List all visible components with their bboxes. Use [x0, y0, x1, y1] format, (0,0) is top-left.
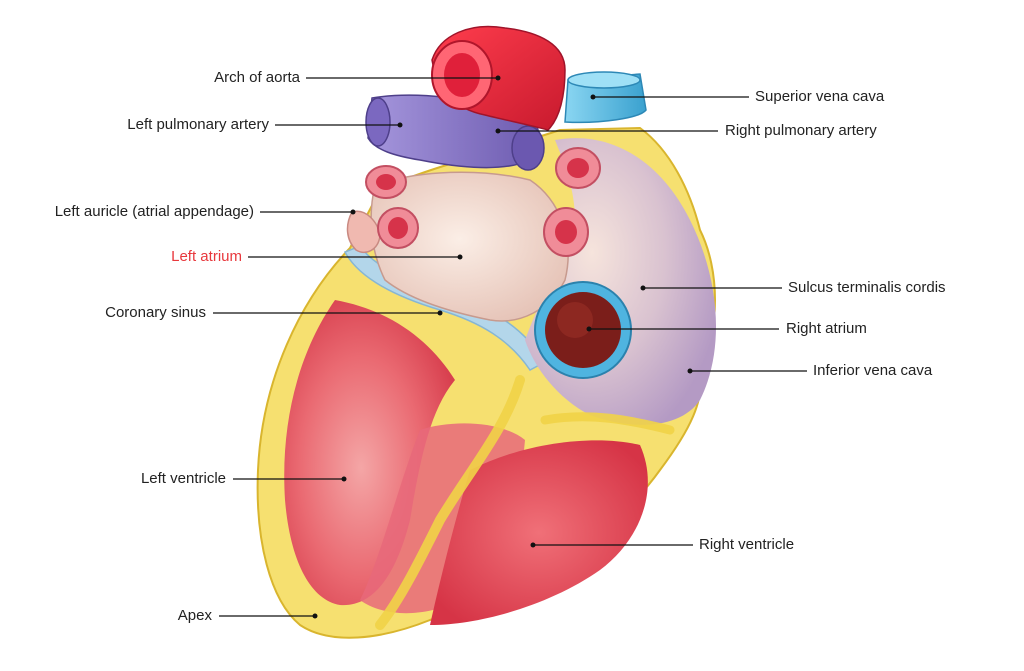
- pulmonary-vein-upper-right-lumen: [567, 158, 589, 178]
- leader-dot-left-auricle: [350, 209, 356, 215]
- leader-dot-apex: [312, 613, 318, 619]
- leader-dot-right-atrium: [586, 326, 592, 332]
- leader-dot-left-pulmonary-artery: [397, 122, 403, 128]
- fat-streak-coronary: [540, 412, 675, 435]
- pulmonary-vein-lower-right-lumen: [555, 220, 577, 244]
- leader-dot-arch-of-aorta: [495, 75, 501, 81]
- right-pulmonary-artery-opening: [511, 125, 545, 171]
- label-arch-of-aorta: Arch of aorta: [214, 69, 300, 86]
- left-auricle-shape: [346, 210, 381, 254]
- leader-lines: [213, 77, 807, 617]
- aorta-lumen: [444, 53, 480, 97]
- leader-dot-superior-vena-cava: [590, 94, 596, 100]
- leader-dot-coronary-sinus: [437, 310, 443, 316]
- leader-dot-right-ventricle: [530, 542, 536, 548]
- pulmonary-vein-lower-left-lumen: [388, 217, 408, 239]
- label-left-atrium: Left atrium: [171, 248, 242, 265]
- pulmonary-vein-upper-left-lumen: [376, 174, 396, 190]
- leader-dots: [312, 75, 693, 619]
- leader-dot-left-ventricle: [341, 476, 347, 482]
- label-coronary-sinus: Coronary sinus: [105, 304, 206, 321]
- label-left-pulmonary-artery: Left pulmonary artery: [127, 116, 269, 133]
- leader-dot-inferior-vena-cava: [687, 368, 693, 374]
- right-ventricle-shape: [430, 440, 648, 625]
- leader-dot-left-atrium: [457, 254, 463, 260]
- left-ventricle-shape: [284, 300, 455, 606]
- fat-streak-interventricular: [375, 375, 525, 630]
- label-left-ventricle: Left ventricle: [140, 470, 226, 487]
- leader-dot-sulcus-terminalis-cordis: [640, 285, 646, 291]
- label-right-ventricle: Right ventricle: [699, 536, 795, 553]
- label-superior-vena-cava: Superior vena cava: [755, 88, 885, 105]
- inferior-vena-cava-shade: [557, 302, 593, 338]
- label-right-pulmonary-artery: Right pulmonary artery: [725, 122, 877, 139]
- label-left-auricle: Left auricle (atrial appendage): [54, 203, 254, 220]
- superior-vena-cava-opening: [567, 71, 641, 89]
- label-apex: Apex: [177, 607, 212, 624]
- left-pulmonary-artery-opening: [365, 97, 391, 147]
- leader-dot-right-pulmonary-artery: [495, 128, 501, 134]
- label-right-atrium: Right atrium: [786, 320, 867, 337]
- label-sulcus-terminalis-cordis: Sulcus terminalis cordis: [788, 279, 946, 296]
- label-inferior-vena-cava: Inferior vena cava: [813, 362, 933, 379]
